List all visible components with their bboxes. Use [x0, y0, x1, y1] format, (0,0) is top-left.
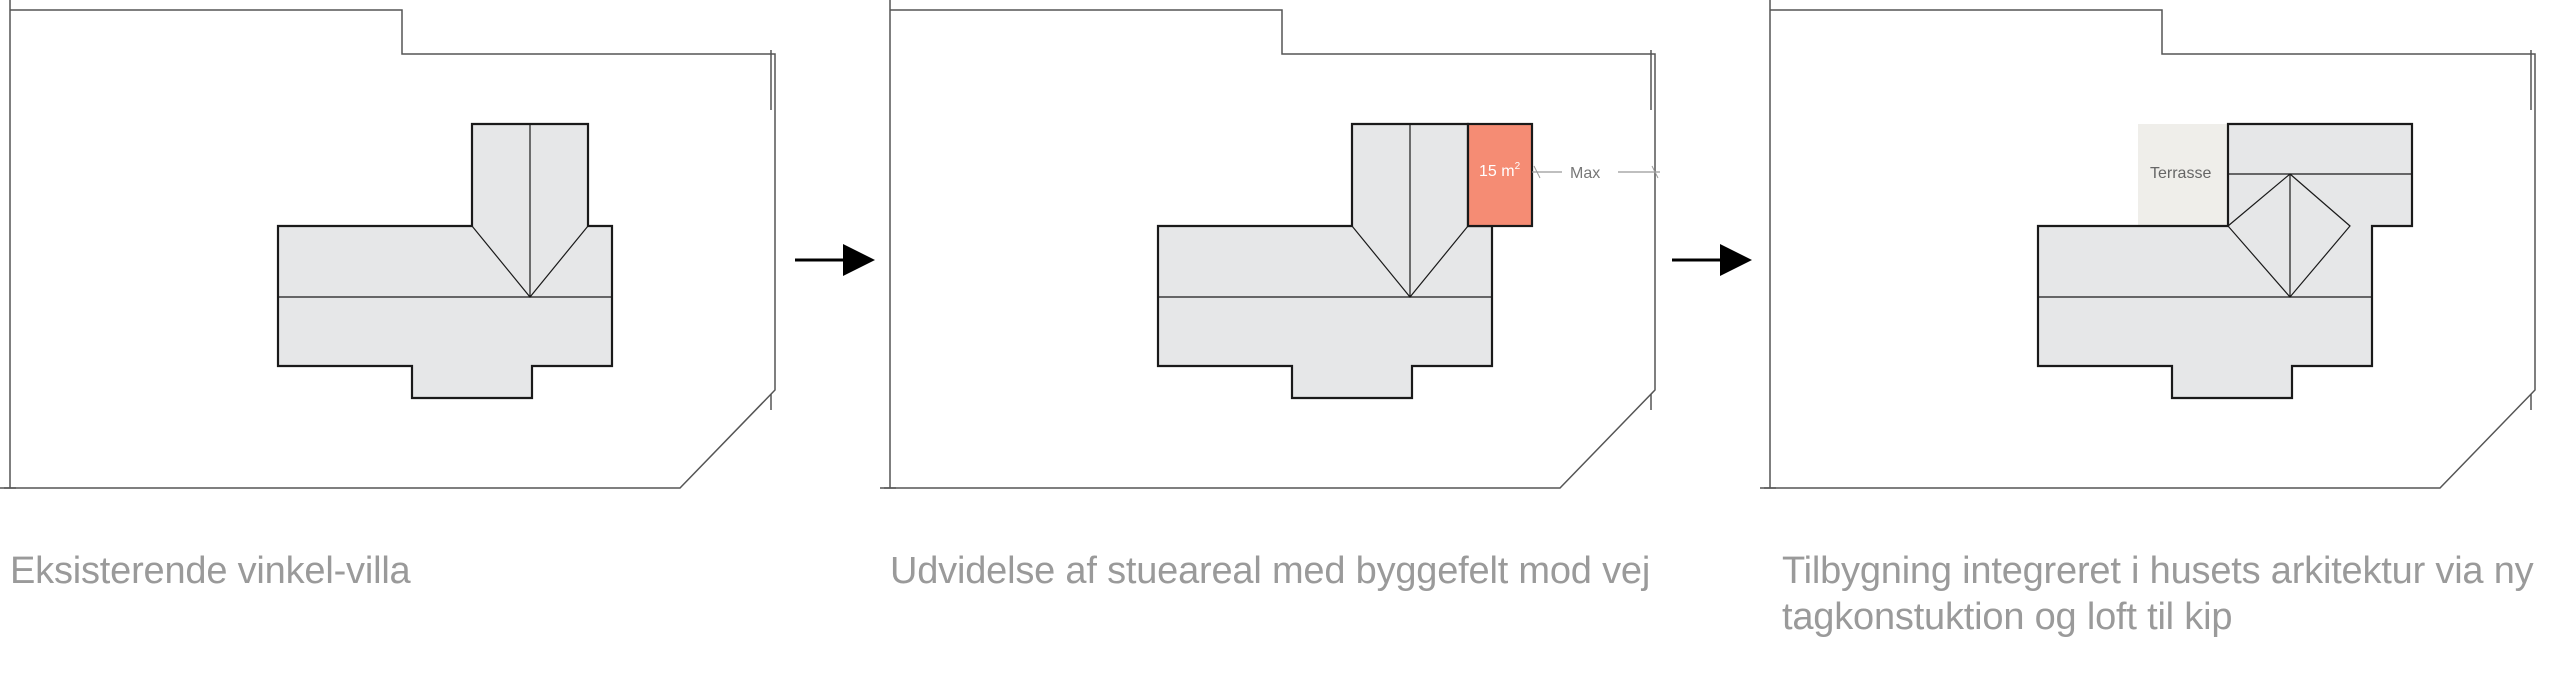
extension-area-label: 15 m2 [1479, 161, 1521, 180]
house-roof-plan [1156, 122, 1494, 400]
site-plan-extension: 15 m2 Max [880, 0, 1660, 489]
house-roof-plan [276, 122, 614, 400]
arrow-right-icon [795, 244, 875, 276]
plot-boundary [0, 9, 776, 489]
terrace-area [2138, 124, 2228, 226]
caption-integrated: Tilbygning integreret i husets arkitektu… [1782, 550, 2534, 638]
panel-integrated: Terrasse Tilbygning integreret i husets … [1760, 0, 2560, 694]
plot-boundary [880, 9, 1656, 489]
panel-existing: Eksisterende vinkel-villa [0, 0, 800, 694]
panel-extension: 15 m2 Max Udvidelse af stueareal med byg… [880, 0, 1680, 694]
plot-boundary [1760, 9, 2536, 489]
site-plan-existing [0, 0, 776, 489]
arrow-right-icon [1672, 244, 1752, 276]
house-roof-plan [2036, 122, 2414, 400]
site-plan-integrated: Terrasse [1760, 0, 2536, 489]
extension-area [1466, 122, 1534, 228]
max-label: Max [1570, 165, 1600, 182]
caption-existing: Eksisterende vinkel-villa [10, 550, 411, 592]
caption-extension: Udvidelse af stueareal med byggefelt mod… [890, 550, 1651, 592]
terrace-label: Terrasse [2150, 165, 2211, 182]
